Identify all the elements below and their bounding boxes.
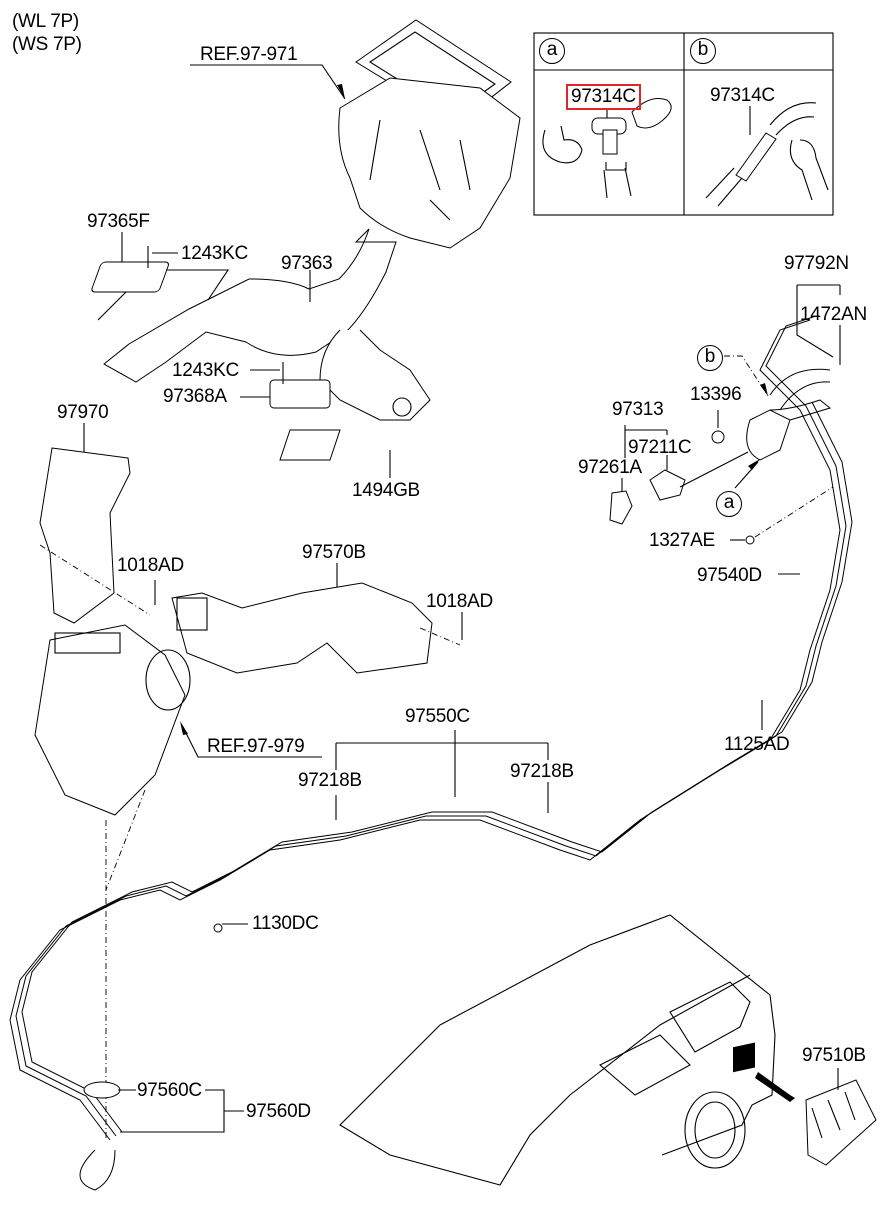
- detail-marker-a: a: [539, 38, 565, 64]
- vehicle-outline-drawing: [339, 914, 877, 1186]
- ref-97-979-leader: [180, 721, 322, 758]
- detail-box-frame: [533, 32, 834, 216]
- part-label-97313[interactable]: 97313: [612, 399, 664, 420]
- ref-label-97-971[interactable]: REF.97-971: [200, 44, 298, 65]
- part-label-97261a[interactable]: 97261A: [578, 457, 642, 478]
- variant-label-ws7p: (WS 7P): [12, 34, 82, 55]
- hvac-unit-top-drawing: [338, 19, 521, 249]
- part-label-1327ae[interactable]: 1327AE: [649, 530, 715, 551]
- callout-marker-a[interactable]: a: [716, 491, 742, 517]
- ref-97-971-leader: [190, 64, 346, 100]
- part-label-97792n[interactable]: 97792N: [784, 253, 849, 274]
- part-label-97368a[interactable]: 97368A: [163, 386, 227, 407]
- part-label-97540d[interactable]: 97540D: [697, 565, 762, 586]
- part-label-97970[interactable]: 97970: [57, 402, 109, 423]
- part-label-1130dc[interactable]: 1130DC: [252, 913, 319, 934]
- detail-a-part-97314c-highlighted[interactable]: 97314C: [566, 84, 641, 110]
- floor-duct-drawing: [91, 228, 431, 461]
- part-label-97560d[interactable]: 97560D: [246, 1101, 311, 1122]
- part-label-97218b-right[interactable]: 97218B: [510, 761, 574, 782]
- pipe-run-drawing: [9, 315, 853, 1191]
- part-label-1018ad-right[interactable]: 1018AD: [426, 591, 493, 612]
- part-label-1125ad[interactable]: 1125AD: [724, 734, 790, 755]
- part-label-97211c[interactable]: 97211C: [628, 437, 692, 458]
- ref-label-97-979[interactable]: REF.97-979: [207, 736, 305, 757]
- part-label-13396[interactable]: 13396: [690, 384, 742, 405]
- hvac-unit-left-drawing: [34, 624, 191, 816]
- detail-b-fitting-drawing: [705, 102, 829, 207]
- detail-a-fitting-drawing: [542, 98, 672, 199]
- part-label-1018ad-left[interactable]: 1018AD: [117, 555, 184, 576]
- part-label-97365f[interactable]: 97365F: [87, 211, 150, 232]
- part-label-97560c[interactable]: 97560C: [137, 1080, 202, 1101]
- leader-lines-lower: [118, 700, 763, 1133]
- leader-lines: [83, 232, 463, 640]
- part-label-1494gb[interactable]: 1494GB: [352, 480, 420, 501]
- part-label-1472an[interactable]: 1472AN: [800, 304, 867, 325]
- detail-marker-b: b: [690, 38, 716, 64]
- part-label-1243kc-upper[interactable]: 1243KC: [181, 243, 248, 264]
- valve-assembly-drawing: [609, 284, 841, 575]
- part-label-97510b[interactable]: 97510B: [802, 1045, 866, 1066]
- part-label-97363[interactable]: 97363: [281, 253, 333, 274]
- bracket-97550c: [335, 730, 549, 820]
- detail-b-part-97314c[interactable]: 97314C: [710, 85, 775, 106]
- duct-97570b-drawing: [171, 582, 461, 674]
- variant-label-wl7p: (WL 7P): [12, 11, 79, 32]
- part-label-97550c[interactable]: 97550C: [405, 706, 470, 727]
- duct-97970-drawing: [39, 447, 151, 624]
- part-label-97570b[interactable]: 97570B: [302, 542, 366, 563]
- part-label-97218b-left[interactable]: 97218B: [298, 770, 362, 791]
- callout-marker-b[interactable]: b: [697, 345, 723, 371]
- part-label-1243kc-lower[interactable]: 1243KC: [172, 360, 239, 381]
